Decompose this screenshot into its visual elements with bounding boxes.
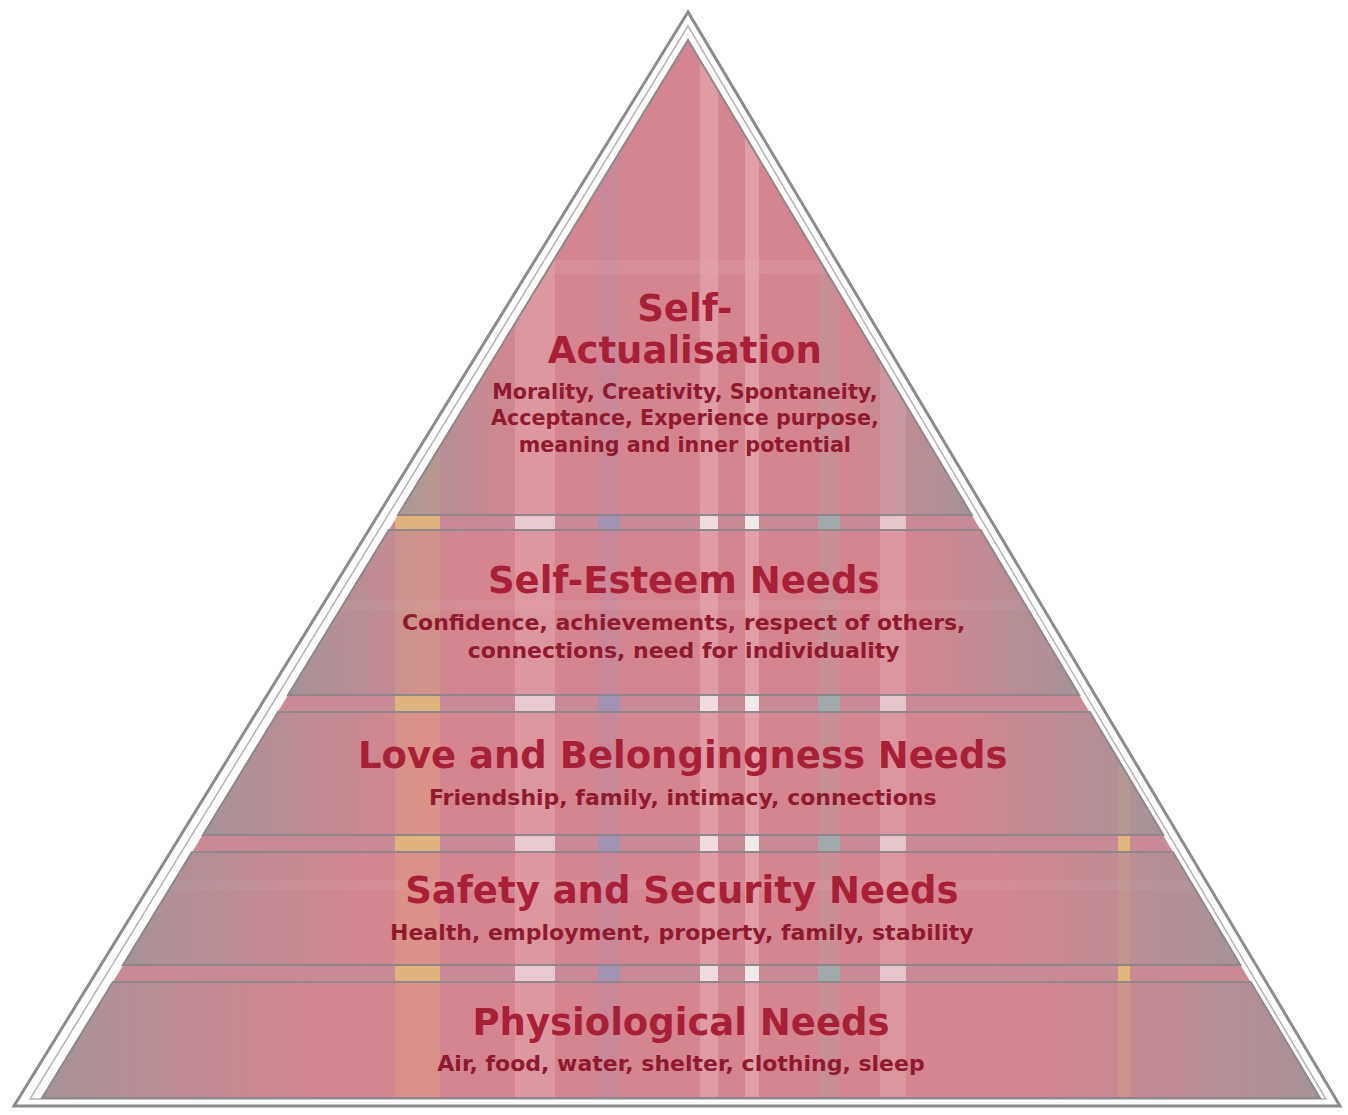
band-fill [123,852,1240,965]
level-heading: Physiological Needs [472,1002,889,1045]
level-heading: Love and Belongingness Needs [358,735,1008,778]
band-content: Love and Belongingness NeedsFriendship, … [203,718,1163,829]
level-description: Air, food, water, shelter, clothing, sle… [437,1050,924,1078]
level-description: Morality, Creativity, Spontaneity, Accep… [475,379,895,458]
band-fill [42,982,1320,1098]
level-heading: Self-Actualisation [520,288,850,373]
level-description: Confidence, achievements, respect of oth… [354,609,1014,665]
level-heading: Safety and Security Needs [405,870,958,913]
level-description: Health, employment, property, family, st… [390,919,974,947]
pyramid-band: Self-ActualisationMorality, Creativity, … [398,40,972,515]
band-content: Safety and Security NeedsHealth, employm… [123,858,1240,959]
pyramid-band: Physiological NeedsAir, food, water, she… [42,982,1320,1098]
pyramid-band: Safety and Security NeedsHealth, employm… [123,852,1240,965]
band-fill [398,40,972,515]
band-fill [203,712,1163,835]
pyramid-band: Self-Esteem NeedsConfidence, achievement… [288,530,1079,695]
pyramid-band: Love and Belongingness NeedsFriendship, … [203,712,1163,835]
pyramid-outline [14,12,1340,1106]
level-heading: Self-Esteem Needs [488,560,880,603]
level-description: Friendship, family, intimacy, connection… [429,784,937,812]
band-content: Self-Esteem NeedsConfidence, achievement… [288,538,1079,687]
band-content: Self-ActualisationMorality, Creativity, … [398,245,972,501]
pyramid-inner-outline [30,26,1326,1099]
band-content: Physiological NeedsAir, food, water, she… [42,988,1320,1092]
band-fill [288,530,1079,695]
